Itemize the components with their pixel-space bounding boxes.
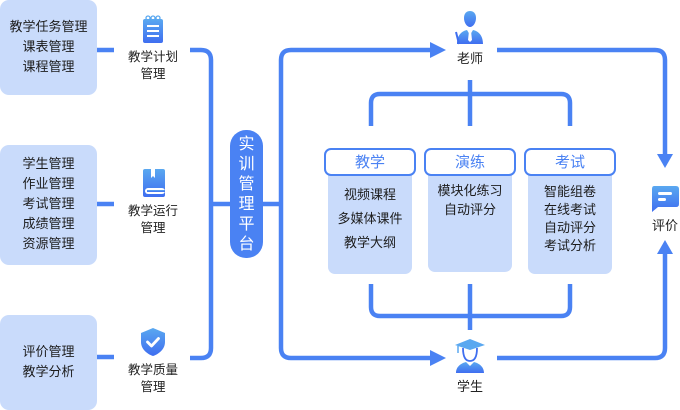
arrow-to-student — [430, 350, 446, 366]
column-item: 考试分析 — [543, 239, 596, 254]
role-evaluation: 评价 — [635, 185, 680, 234]
role-student: 学生 — [440, 338, 500, 395]
column-item: 自动评分 — [543, 221, 596, 236]
module-teaching-operation: 教学运行 管理 — [118, 168, 188, 236]
column-body: 视频课程 多媒体课件 教学大纲 — [328, 168, 412, 274]
column-header: 演练 — [424, 148, 516, 176]
column-item: 视频课程 — [343, 188, 396, 203]
column-practice: 演练 模块化练习 自动评分 — [424, 148, 516, 272]
group-item: 评价管理 — [22, 344, 75, 360]
column-exam: 考试 智能组卷 在线考试 自动评分 考试分析 — [524, 148, 616, 274]
group-item: 资源管理 — [22, 237, 75, 252]
column-header: 考试 — [524, 148, 616, 176]
platform-char: 实 — [238, 134, 255, 153]
module-teaching-quality: 教学质量 管理 — [118, 327, 188, 395]
column-item: 模块化练习 — [437, 184, 503, 199]
arrow-to-teacher — [430, 42, 446, 58]
comment-icon — [652, 186, 679, 212]
teacher-icon — [455, 11, 483, 45]
group-item: 考试管理 — [22, 197, 75, 212]
column-body: 模块化练习 自动评分 — [428, 168, 512, 272]
column-body: 智能组卷 在线考试 自动评分 考试分析 — [528, 168, 612, 274]
column-item: 多媒体课件 — [337, 212, 403, 227]
right-bracket — [278, 47, 440, 361]
student-icon — [455, 339, 485, 373]
platform-char: 训 — [238, 154, 255, 173]
group-item: 作业管理 — [22, 177, 75, 192]
column-item: 教学大纲 — [343, 236, 396, 251]
group-item: 成绩管理 — [22, 217, 75, 232]
column-item: 在线考试 — [543, 203, 596, 218]
left-bracket — [190, 47, 214, 361]
role-teacher: 老师 — [440, 10, 500, 67]
module-label-line1: 教学质量 — [127, 362, 178, 377]
arrow-down-to-evaluation — [657, 154, 673, 168]
column-teaching: 教学 视频课程 多媒体课件 教学大纲 — [324, 148, 416, 274]
student-label: 学生 — [456, 380, 483, 395]
module-label-line1: 教学运行 — [127, 203, 178, 218]
student-to-evaluation-line — [497, 250, 668, 361]
inner-top-bracket — [368, 91, 573, 126]
module-label-line1: 教学计划 — [127, 49, 178, 64]
column-item: 自动评分 — [443, 203, 496, 218]
left-group-quality: 评价管理 教学分析 — [0, 315, 97, 410]
platform-char: 台 — [238, 234, 255, 253]
platform-pill: 实 训 管 理 平 台 — [230, 130, 263, 258]
module-teaching-plan: 教学计划 管理 — [118, 14, 188, 82]
teacher-label: 老师 — [456, 52, 483, 67]
book-icon — [143, 169, 165, 197]
left-group-operation: 学生管理 作业管理 考试管理 成绩管理 资源管理 — [0, 145, 97, 265]
left-group-task: 教学任务管理 课表管理 课程管理 — [0, 0, 97, 95]
module-label-line2: 管理 — [140, 379, 166, 394]
module-label-line2: 管理 — [140, 66, 166, 81]
group-item: 教学任务管理 — [9, 19, 88, 35]
shield-check-icon — [141, 328, 165, 356]
module-label-line2: 管理 — [140, 220, 166, 235]
notepad-icon — [143, 15, 163, 43]
group-item: 课程管理 — [22, 59, 75, 75]
platform-char: 平 — [238, 214, 255, 233]
group-item: 学生管理 — [22, 157, 75, 172]
group-item: 课表管理 — [22, 39, 75, 55]
arrow-up-to-evaluation — [657, 240, 673, 254]
evaluation-label: 评价 — [651, 219, 678, 234]
platform-char: 理 — [238, 194, 255, 213]
column-item: 智能组卷 — [543, 185, 596, 200]
column-header: 教学 — [324, 148, 416, 176]
group-item: 教学分析 — [22, 364, 75, 380]
teacher-to-evaluation-line — [497, 47, 668, 158]
platform-char: 管 — [238, 174, 255, 193]
